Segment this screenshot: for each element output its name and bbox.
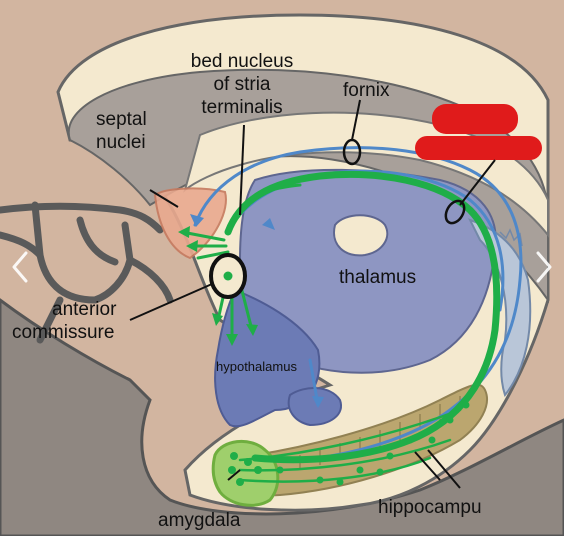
fornix-cross-section-2 bbox=[444, 199, 466, 225]
label-amygdala: amygdala bbox=[158, 510, 241, 531]
fornix-arrow-2 bbox=[262, 218, 275, 230]
green-arrowheads bbox=[178, 226, 258, 346]
lower-tissue bbox=[0, 298, 564, 536]
label-fornix: fornix bbox=[343, 80, 390, 101]
anterior-commissure-dot bbox=[223, 271, 233, 281]
label-bed-nucleus-line-2: of stria bbox=[213, 74, 271, 95]
next-slide-button[interactable] bbox=[530, 243, 558, 291]
label-thalamus: thalamus bbox=[339, 267, 417, 288]
label-hippocampus: hippocampu bbox=[378, 497, 482, 518]
thalamus-hole bbox=[333, 214, 389, 257]
label-septal-nuclei: septal nuclei bbox=[96, 108, 147, 154]
highlight-bar-top bbox=[432, 104, 518, 134]
label-hypothalamus: hypothalamus bbox=[216, 359, 297, 374]
hippocampus-comb bbox=[499, 228, 523, 247]
label-septal-line-1: septal bbox=[96, 109, 147, 130]
label-anterior-commissure: anterior commissure bbox=[12, 298, 116, 344]
label-bed-nucleus: bed nucleus of stria terminalis bbox=[172, 50, 312, 119]
chevron-left-icon bbox=[12, 251, 28, 283]
fornix-arrow-3 bbox=[312, 396, 324, 408]
label-anterior-line-1: anterior bbox=[52, 299, 117, 320]
vessel-network bbox=[0, 201, 174, 344]
amygdala-region bbox=[211, 439, 280, 507]
highlight-bar-bottom bbox=[415, 136, 542, 160]
fornix-arrow-1 bbox=[190, 214, 204, 227]
prev-slide-button[interactable] bbox=[6, 243, 34, 291]
label-bed-nucleus-line-1: bed nucleus bbox=[190, 51, 294, 72]
label-septal-line-2: nuclei bbox=[96, 132, 146, 153]
leader-lines bbox=[129, 99, 496, 489]
hypothalamus-lower bbox=[287, 387, 342, 427]
septal-nuclei-region bbox=[153, 187, 227, 260]
chevron-right-icon bbox=[536, 251, 552, 283]
label-bed-nucleus-line-3: terminalis bbox=[201, 97, 283, 118]
neuron-dots bbox=[228, 401, 470, 486]
label-anterior-line-2: commissure bbox=[12, 322, 115, 343]
